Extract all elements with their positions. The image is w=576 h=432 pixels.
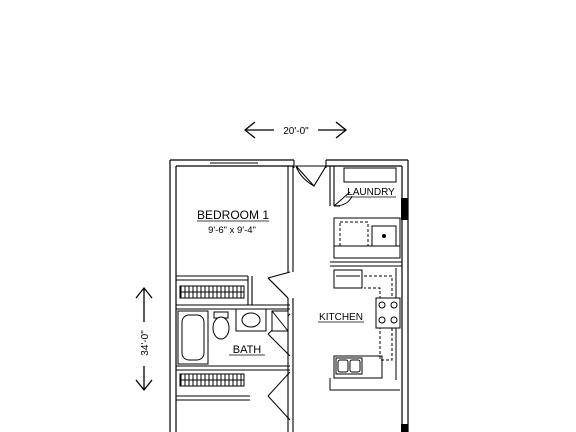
laundry-name: LAUNDRY <box>347 187 395 198</box>
range <box>375 297 401 329</box>
lower-bedroom-door <box>267 371 291 421</box>
bath-sink <box>235 308 267 332</box>
exterior-door-jamb <box>401 198 408 220</box>
entry-door <box>293 160 327 187</box>
bathtub <box>177 310 209 365</box>
toilet <box>212 311 230 340</box>
kitchen-sink <box>335 357 363 375</box>
depth-dimension <box>135 286 153 392</box>
kitchen-bar-counter <box>329 378 400 391</box>
bath-name: BATH <box>233 344 262 356</box>
laundry-appliances <box>333 167 401 259</box>
kitchen-name: KITCHEN <box>319 312 363 323</box>
depth-dimension-label: 34'-0" <box>140 330 151 356</box>
laundry-door <box>333 191 353 207</box>
width-dimension <box>243 121 348 139</box>
interior-walls <box>176 166 402 432</box>
bedroom-window <box>210 159 258 167</box>
exterior-walls <box>169 159 409 432</box>
bedroom-size: 9'-6" x 9'-4" <box>208 225 256 236</box>
exterior-door-jamb-lower <box>401 424 408 432</box>
bedroom-door <box>267 271 291 299</box>
linen-cabinet <box>271 310 289 332</box>
bedroom-name: BEDROOM 1 <box>197 208 269 222</box>
width-dimension-label: 20'-0" <box>283 126 309 137</box>
